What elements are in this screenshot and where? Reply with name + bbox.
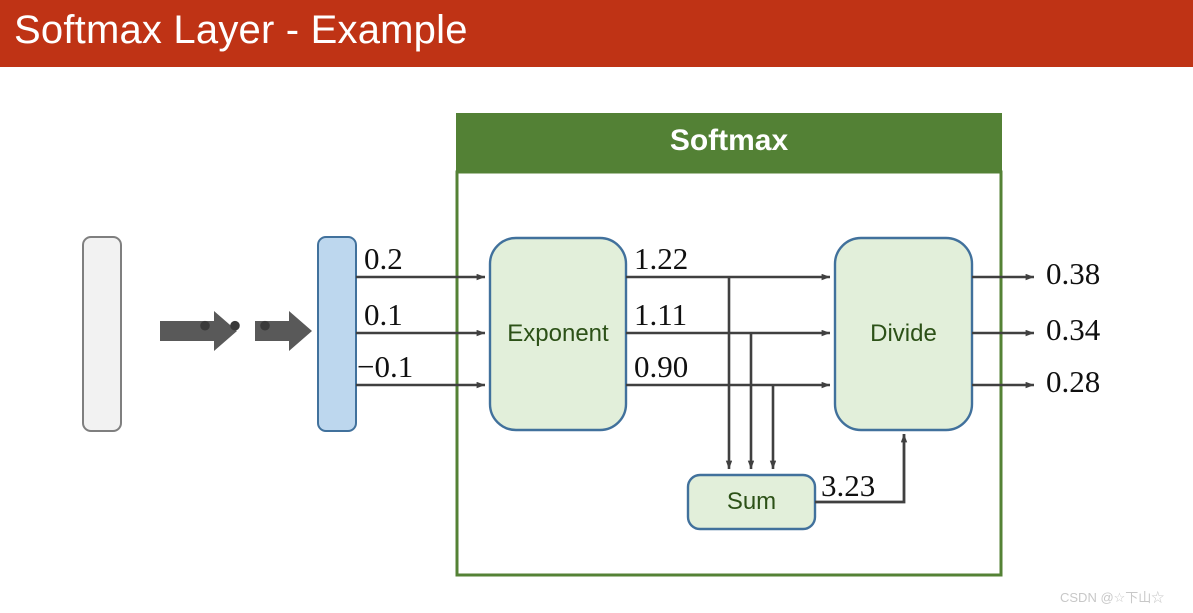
softmax-output-2: 0.34	[1046, 312, 1101, 347]
softmax-output-1: 0.38	[1046, 256, 1101, 291]
exponent-output-3: 0.90	[634, 349, 689, 384]
sum-to-divide-connector	[815, 433, 908, 504]
input-vector-bar	[82, 236, 122, 432]
divide-label: Divide	[870, 320, 937, 347]
block-arrow-1	[160, 311, 237, 351]
softmax-output-3: 0.28	[1046, 364, 1101, 399]
csdn-watermark: CSDN @☆下山☆	[1060, 590, 1165, 605]
softmax-group-title: Softmax	[669, 124, 789, 157]
title-bar: Softmax Layer - Example	[0, 0, 1193, 67]
logit-value-1: 0.2	[364, 241, 403, 276]
logit-connectors	[356, 273, 486, 389]
logits-bar	[317, 236, 357, 432]
logit-value-2: 0.1	[364, 297, 403, 332]
sum-label: Sum	[726, 488, 777, 515]
softmax-output-connectors	[972, 273, 1035, 389]
sum-output-value: 3.23	[821, 468, 876, 503]
exponent-label: Exponent	[507, 320, 609, 347]
softmax-group-header	[456, 113, 1002, 173]
exponent-output-1: 1.22	[634, 241, 689, 276]
block-arrow-2	[255, 311, 312, 351]
sum-input-branches	[725, 277, 777, 470]
exponent-output-2: 1.11	[634, 297, 688, 332]
hidden-layers-ellipsis: • • •	[198, 303, 276, 348]
page-title: Softmax Layer - Example	[14, 8, 468, 52]
logit-value-3: −0.1	[357, 349, 414, 384]
